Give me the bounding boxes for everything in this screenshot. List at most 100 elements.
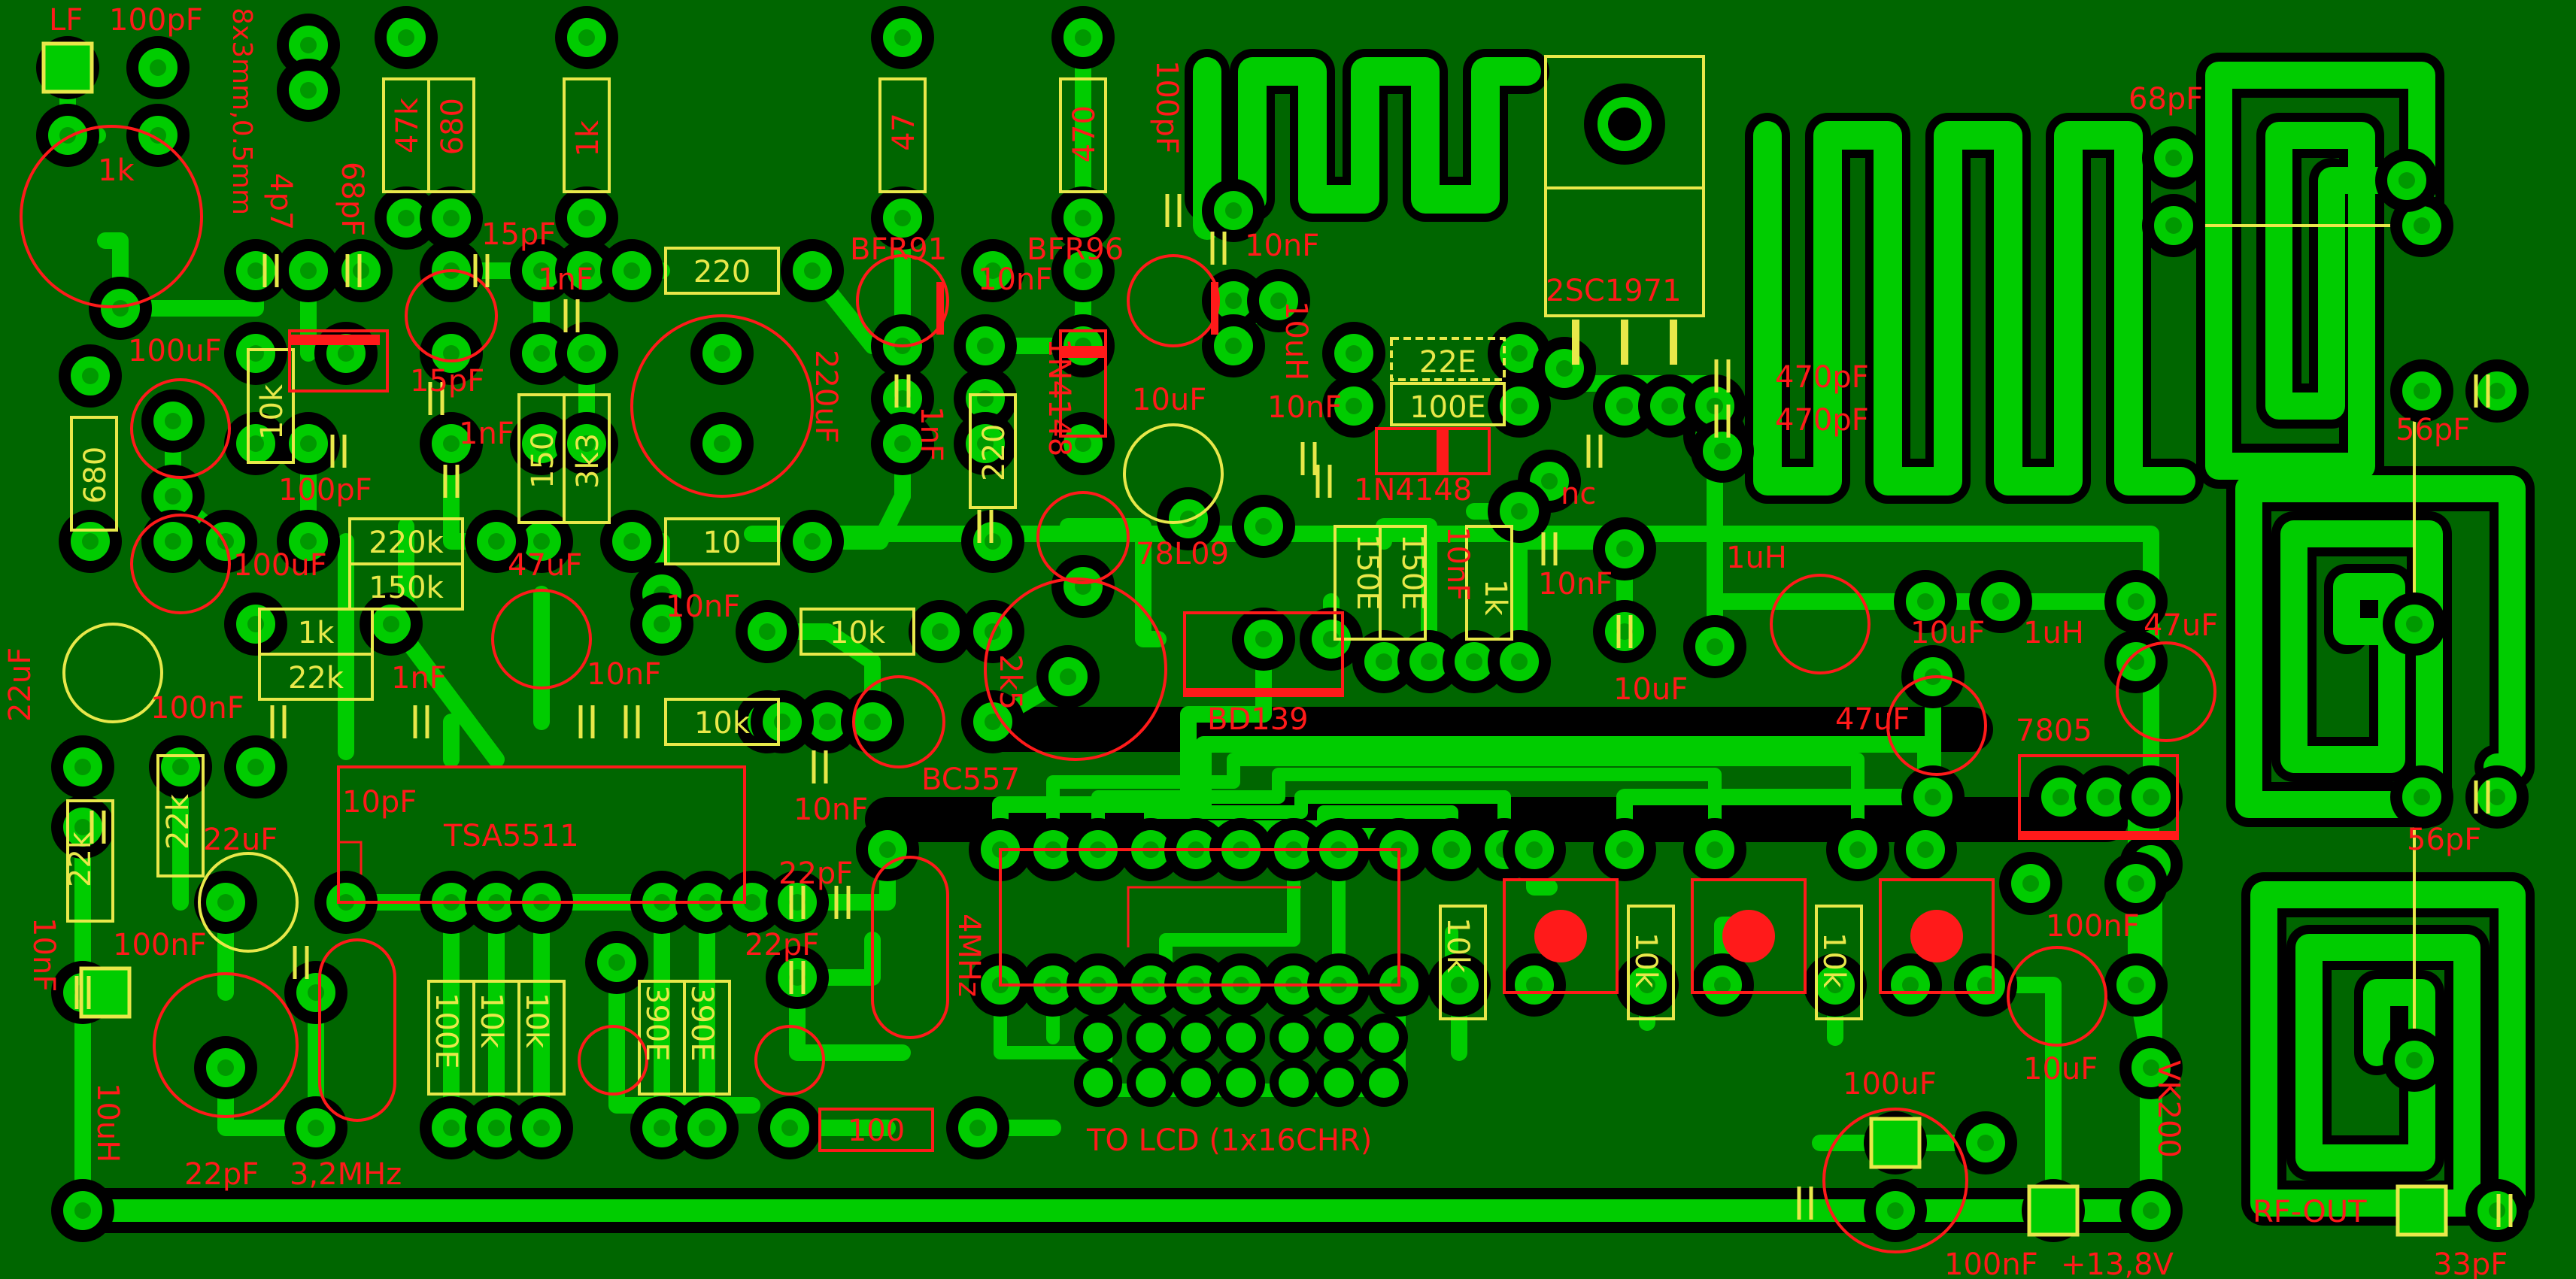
label-u-7805: 7805 bbox=[2016, 714, 2092, 748]
pad-hole bbox=[654, 1120, 670, 1136]
pad-hole bbox=[1511, 345, 1528, 362]
label-xtal-4mhz: 4MHz bbox=[951, 914, 986, 997]
pad-hole bbox=[308, 984, 324, 1001]
resistor-150k-outline bbox=[348, 562, 464, 611]
label-c-10nf-e: 10nF bbox=[666, 589, 740, 624]
pad-hole bbox=[932, 623, 948, 640]
lcd-header-pad bbox=[1127, 1014, 1175, 1062]
label-r-220k: 220k bbox=[369, 526, 444, 560]
pad-hole bbox=[533, 1120, 550, 1136]
pad-hole bbox=[804, 262, 821, 279]
label-xtal-3m2: 3,2MHz bbox=[290, 1157, 402, 1192]
label-c-56pf-b: 56pF bbox=[2407, 823, 2481, 857]
label-c-15pf-a: 15pF bbox=[481, 217, 556, 252]
label-c-100nf-b: 100nF bbox=[2046, 909, 2140, 944]
pad-hole bbox=[2414, 789, 2430, 805]
pad-hole bbox=[1511, 503, 1528, 520]
resistor-1k-v-outline bbox=[1465, 525, 1513, 641]
lcd-header-pad bbox=[1074, 1059, 1122, 1107]
label-r-10k-h2: 10k bbox=[694, 706, 751, 741]
pad-hole bbox=[2406, 1052, 2423, 1068]
pad-hole bbox=[804, 533, 821, 550]
resistor-100e-outline bbox=[1390, 382, 1506, 426]
pad-hole bbox=[1616, 541, 1633, 557]
capacitor-glyph bbox=[578, 705, 595, 738]
label-c-10nf-d: 10nF bbox=[1267, 390, 1342, 425]
label-r-10k-v2: 10k bbox=[474, 993, 508, 1049]
inductor-coil-outline bbox=[405, 269, 498, 362]
pad-hole bbox=[247, 345, 264, 362]
label-c-10nf-c: 10nF bbox=[1245, 229, 1319, 263]
resistor-10k-h2-outline bbox=[664, 698, 780, 746]
label-r-1k-h: 1k bbox=[298, 616, 335, 650]
pad-hole bbox=[2165, 150, 2182, 166]
capacitor-47uf-c-outline bbox=[1886, 675, 1987, 776]
pad-hole bbox=[1977, 1135, 1994, 1151]
pad-hole bbox=[985, 262, 1001, 279]
pad-hole bbox=[2406, 616, 2423, 632]
resistor-1k-top-outline bbox=[563, 77, 611, 193]
capacitor-glyph bbox=[812, 750, 828, 783]
resistor-3k3-outline bbox=[563, 393, 611, 524]
label-r-100e-v: 100E bbox=[429, 993, 463, 1069]
pad-hole bbox=[2143, 789, 2159, 805]
label-q-bc557: BC557 bbox=[921, 762, 1020, 797]
label-c-68pf-r: 68pF bbox=[2128, 82, 2203, 117]
pad-hole bbox=[578, 210, 595, 226]
label-c-100uf-b: 100uF bbox=[233, 548, 327, 583]
pad-hole bbox=[578, 29, 595, 46]
pad-hole bbox=[1376, 653, 1392, 670]
label-r-150e-a: 150E bbox=[1350, 534, 1385, 611]
pad-hole bbox=[82, 533, 99, 550]
pad-hole bbox=[1225, 202, 1242, 219]
crystal-3m2-outline bbox=[318, 938, 396, 1122]
label-q-bfr96: BFR96 bbox=[1027, 232, 1124, 267]
label-c-100pf-vert: 100pF bbox=[1149, 60, 1184, 154]
pad-hole bbox=[654, 616, 670, 632]
label-r-22k-v1: 22k bbox=[63, 831, 98, 887]
label-c-100nf-a: 100nF bbox=[150, 691, 244, 726]
pad-hole bbox=[1075, 29, 1091, 46]
label-r-22k-v2: 22k bbox=[161, 793, 196, 850]
pad-hole bbox=[533, 262, 550, 279]
label-c-470pf-a: 470pF bbox=[1775, 360, 1869, 395]
trimmer-dots bbox=[1534, 910, 1963, 962]
led-1-outline bbox=[578, 1025, 648, 1096]
pad-hole bbox=[217, 894, 234, 911]
label-r-1k-v: 1k bbox=[1478, 579, 1513, 616]
pad-hole bbox=[578, 345, 595, 362]
resistor-100-h-outline bbox=[818, 1108, 934, 1152]
transistor-2sc1971 bbox=[1572, 83, 1677, 365]
pad-hole bbox=[1639, 977, 1655, 993]
label-r-150e-b: 150E bbox=[1395, 534, 1430, 611]
solder-pads bbox=[36, 6, 2529, 1242]
label-r-150k: 150k bbox=[369, 571, 444, 605]
capacitor-symbols bbox=[74, 194, 2513, 1227]
pad-hole bbox=[150, 59, 166, 76]
capacitor-glyph bbox=[1541, 532, 1558, 565]
label-c-22pf-c: 22pF bbox=[184, 1157, 259, 1192]
label-r-390e-b: 390E bbox=[684, 985, 719, 1062]
label-r-680-left: 680 bbox=[78, 447, 113, 504]
pad-hole bbox=[1451, 977, 1467, 993]
pad-hole bbox=[1977, 977, 1994, 993]
capacitor-glyph bbox=[473, 254, 490, 287]
label-c-470pf-b: 470pF bbox=[1775, 403, 1869, 438]
pad-hole bbox=[1917, 841, 1934, 858]
pad-hole bbox=[977, 390, 994, 407]
label-r-390e-a: 390E bbox=[639, 985, 674, 1062]
pad-hole bbox=[488, 1120, 505, 1136]
pad-hole bbox=[2128, 593, 2144, 610]
pad-hole bbox=[1616, 398, 1633, 414]
pad-hole bbox=[1902, 977, 1919, 993]
label-c-47uf-a: 47uF bbox=[508, 548, 582, 583]
label-c-100uf-a: 100uF bbox=[128, 334, 222, 368]
capacitor-glyph bbox=[1300, 442, 1317, 475]
label-c-10nf-j: 10nF bbox=[26, 917, 61, 992]
pad-hole bbox=[1992, 593, 2009, 610]
pad-hole bbox=[1075, 435, 1091, 452]
label-r-150: 150 bbox=[526, 432, 560, 489]
pad-hole bbox=[300, 533, 317, 550]
pad-hole bbox=[744, 894, 760, 911]
resistor-680-outline bbox=[427, 77, 475, 193]
